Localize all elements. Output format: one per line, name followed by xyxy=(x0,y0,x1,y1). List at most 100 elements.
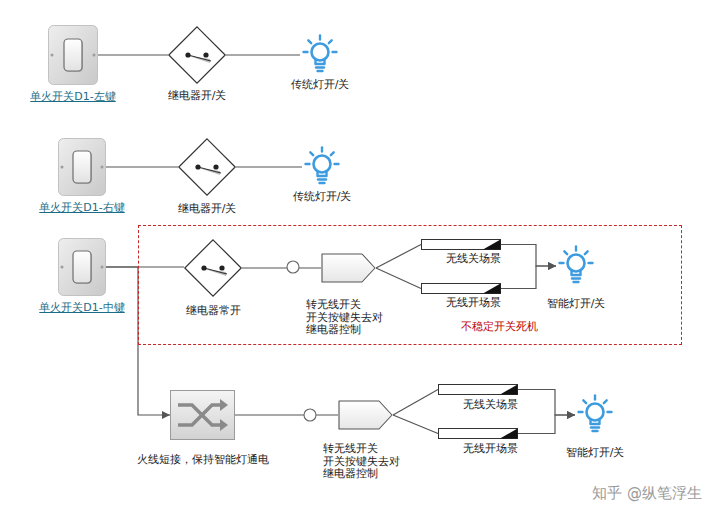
connector xyxy=(236,166,302,167)
bulb-base xyxy=(591,426,599,428)
rocker-shadow xyxy=(65,40,83,72)
wireless-converter xyxy=(322,254,375,282)
bulb-ray xyxy=(579,411,583,413)
bulb-ray xyxy=(308,40,311,43)
node-label: 无线关场景 xyxy=(463,399,518,412)
node-label: 继电器开/关 xyxy=(168,90,227,103)
bulb-base xyxy=(320,182,325,184)
node-label: 智能灯开/关 xyxy=(547,298,606,311)
bulb-glass xyxy=(587,404,604,421)
switch-plate xyxy=(59,139,106,196)
bulb-ray xyxy=(585,251,588,254)
relay-diamond xyxy=(179,139,235,195)
converter-label: 转无线开关 开关按键失去对 继电器控制 xyxy=(306,299,386,337)
relay-icon xyxy=(184,239,242,297)
switch-icon xyxy=(58,138,106,196)
crossover-box xyxy=(171,391,235,440)
bar-icon xyxy=(421,283,501,294)
relay-dot xyxy=(201,265,206,270)
bulb-base xyxy=(574,281,579,283)
node-label: 火线短接，保持智能灯通电 xyxy=(137,454,269,467)
tag-icon xyxy=(321,253,376,283)
bar-icon xyxy=(438,428,518,439)
relay-diamond xyxy=(185,240,241,296)
screw-dot xyxy=(101,266,104,269)
switch-node: 单火开关D1-左键 xyxy=(48,25,98,85)
bulb-icon xyxy=(302,145,342,189)
bulb-glass xyxy=(314,156,331,173)
bulb-base xyxy=(593,430,598,432)
relay-icon xyxy=(178,138,236,196)
scene-bar xyxy=(439,429,518,439)
switch-icon xyxy=(58,238,106,296)
cross-icon xyxy=(170,390,235,440)
node-label: 无线关场景 xyxy=(446,253,501,266)
crossover-arrow xyxy=(178,405,221,425)
node-label: 继电器开/关 xyxy=(178,203,237,216)
relay-dot xyxy=(213,164,218,169)
scene-bar xyxy=(422,240,501,250)
node-label: 智能灯开/关 xyxy=(566,447,625,460)
switch-label: 单火开关D1-中键 xyxy=(39,302,124,315)
connector xyxy=(226,54,300,55)
crossover-node: 火线短接，保持智能灯通电 xyxy=(170,390,235,440)
scene-node: 无线关场景 xyxy=(438,384,518,395)
scene-bar-wedge xyxy=(500,429,518,439)
relay-icon xyxy=(168,26,226,84)
switch-plate xyxy=(59,239,106,296)
wireless-converter xyxy=(339,401,392,429)
connector xyxy=(501,245,556,267)
bulb-ray xyxy=(604,400,607,403)
relay-diamond-node: 继电器开/关 xyxy=(178,138,236,196)
bulb-ray xyxy=(564,251,567,254)
converter-node: 转无线开关 开关按键失去对 继电器控制 xyxy=(338,400,393,430)
connector xyxy=(501,266,556,289)
bulb-ray xyxy=(321,148,323,152)
rocker-shadow xyxy=(74,152,92,184)
node-label: 无线开场景 xyxy=(463,443,518,456)
node-label: 无线开场景 xyxy=(446,297,501,310)
rocker-key xyxy=(73,251,91,283)
connector xyxy=(518,415,575,434)
crossover-arrowhead xyxy=(220,399,228,411)
converter-label: 转无线开关 开关按键失去对 继电器控制 xyxy=(323,443,403,481)
converter-node: 转无线开关 开关按键失去对 继电器控制 xyxy=(321,253,376,283)
screw-dot xyxy=(93,54,96,57)
bulb-ray xyxy=(310,152,313,155)
lamp-node: 传统灯开/关 xyxy=(300,33,340,77)
switch-icon xyxy=(48,25,98,85)
screw-dot xyxy=(61,166,64,169)
screw-dot xyxy=(51,54,54,57)
switch-node: 单火开关D1-中键 xyxy=(58,238,106,296)
bulb-ray xyxy=(329,40,332,43)
bulb-base xyxy=(318,70,323,72)
bulb-ray xyxy=(331,152,334,155)
watermark: 知乎 @纵笔浮生 xyxy=(592,485,702,502)
scene-bar xyxy=(422,284,501,294)
bulb-neck xyxy=(591,420,600,425)
bulb-icon xyxy=(556,244,596,288)
crossover-arrowhead xyxy=(220,419,228,431)
rocker-key xyxy=(73,151,91,183)
scene-bar-wedge xyxy=(483,240,501,250)
scene-bar xyxy=(439,385,518,395)
connector xyxy=(393,415,438,434)
relay-diamond-node: 继电器开/关 xyxy=(168,26,226,84)
node-label: 传统灯开/关 xyxy=(293,191,352,204)
bulb-ray xyxy=(306,163,310,165)
scene-node: 无线开场景 xyxy=(438,428,518,439)
scene-node: 无线开场景 xyxy=(421,283,501,294)
bulb-neck xyxy=(316,60,325,65)
connector xyxy=(106,166,178,167)
screw-dot xyxy=(61,266,64,269)
bulb-ray xyxy=(594,396,596,400)
relay-dot xyxy=(195,164,200,169)
relay-dot xyxy=(219,265,224,270)
relay-dot xyxy=(203,52,208,57)
switch-label: 单火开关D1-右键 xyxy=(39,202,124,215)
node-label: 传统灯开/关 xyxy=(291,79,350,92)
lamp-node: 传统灯开/关 xyxy=(302,145,342,189)
crossover-arrow xyxy=(178,405,221,425)
tag-icon xyxy=(338,400,393,430)
